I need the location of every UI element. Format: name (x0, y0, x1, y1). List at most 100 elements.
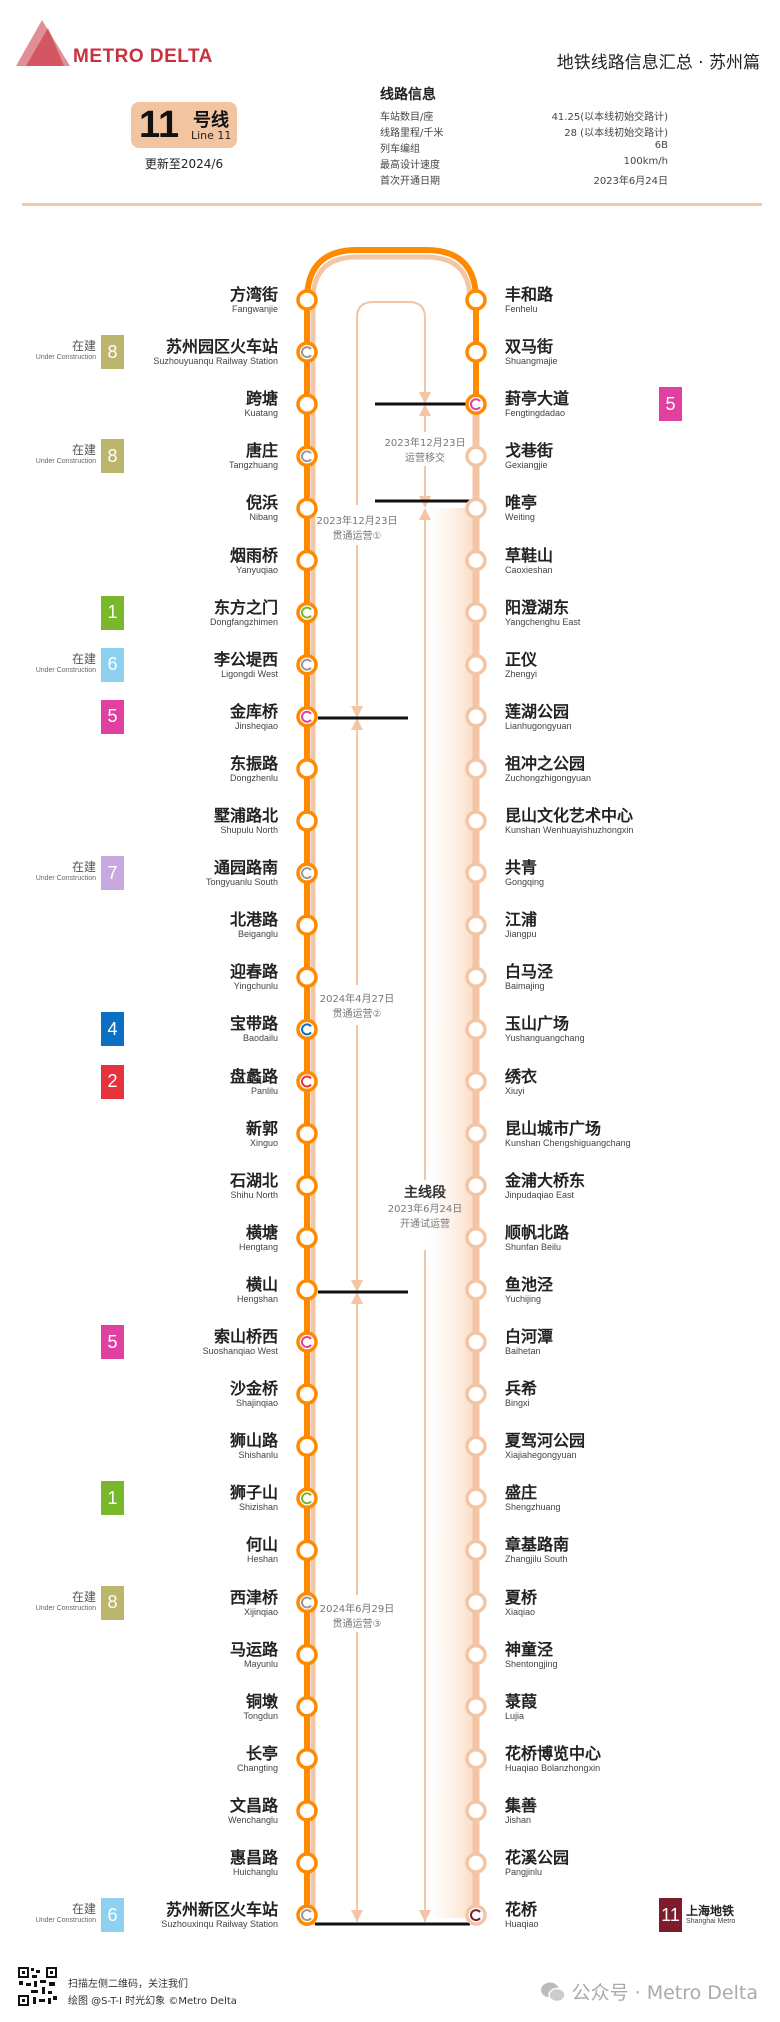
station-marker[interactable] (465, 1904, 487, 1926)
station-marker[interactable] (296, 1904, 318, 1926)
station-marker[interactable] (465, 1800, 487, 1822)
transfer-line-badge[interactable]: 8 (101, 439, 124, 474)
station-marker[interactable] (296, 653, 318, 676)
station-marker[interactable] (296, 966, 318, 989)
station-marker[interactable] (465, 1435, 487, 1457)
station-marker[interactable] (296, 810, 318, 832)
station-marker[interactable] (465, 706, 487, 728)
station-marker[interactable] (465, 445, 487, 468)
station-marker[interactable] (465, 497, 487, 520)
station-marker[interactable] (296, 706, 318, 728)
station-marker[interactable] (465, 1279, 487, 1301)
station-marker[interactable] (296, 1122, 318, 1145)
station-marker[interactable] (465, 758, 487, 780)
transfer-line-badge[interactable]: 8 (101, 1585, 124, 1620)
station-marker[interactable] (465, 1852, 487, 1874)
station-marker[interactable] (465, 1018, 487, 1041)
station-marker[interactable] (296, 1018, 318, 1041)
station-marker[interactable] (465, 1591, 487, 1614)
station-marker[interactable] (296, 289, 318, 311)
station-marker[interactable] (296, 1331, 318, 1353)
station-marker[interactable] (465, 549, 487, 572)
station-marker[interactable] (296, 1227, 318, 1249)
transfer-line-badge[interactable]: 1 (101, 1481, 124, 1516)
station-marker[interactable] (296, 1487, 318, 1510)
station-marker[interactable] (465, 1487, 487, 1510)
station-marker[interactable] (296, 1852, 318, 1874)
station-marker[interactable] (465, 341, 487, 363)
transfer-line-badge[interactable]: 1 (101, 595, 124, 630)
station-marker[interactable] (465, 1539, 487, 1562)
station-marker[interactable] (465, 1383, 487, 1405)
station-marker[interactable] (296, 1591, 318, 1614)
station-marker[interactable] (296, 1539, 318, 1562)
station-marker[interactable] (296, 1279, 318, 1301)
station-marker[interactable] (465, 1748, 487, 1770)
station-marker[interactable] (296, 1800, 318, 1822)
station-marker[interactable] (296, 549, 318, 572)
station-marker[interactable] (296, 758, 318, 780)
station-marker[interactable] (465, 1643, 487, 1666)
transfer-line-badge[interactable]: 5 (101, 1325, 124, 1359)
station-marker[interactable] (296, 1748, 318, 1770)
station-marker[interactable] (296, 341, 318, 363)
transfer-line-badge[interactable]: 5 (659, 387, 682, 422)
station-marker[interactable] (465, 862, 487, 884)
station-marker[interactable] (465, 914, 487, 936)
transfer-line-badge[interactable]: 11 (659, 1898, 682, 1933)
station-marker[interactable] (296, 1070, 318, 1093)
station-marker[interactable] (465, 1227, 487, 1249)
station-marker[interactable] (296, 497, 318, 520)
station-marker[interactable] (296, 1174, 318, 1197)
station-marker[interactable] (296, 601, 318, 624)
station-marker[interactable] (465, 1122, 487, 1145)
station-marker[interactable] (296, 1435, 318, 1457)
station-marker[interactable] (296, 1383, 318, 1405)
transfer-line-badge[interactable]: 5 (101, 699, 124, 734)
